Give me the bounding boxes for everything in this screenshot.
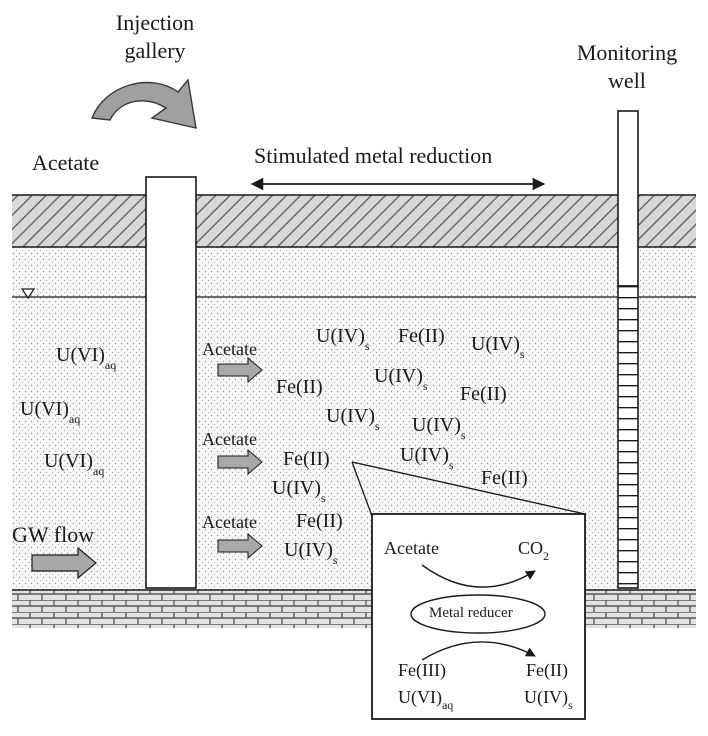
bedrock-layer [12, 590, 696, 628]
inset-leader-line [351, 461, 373, 517]
monitoring-well-line2: well [608, 68, 646, 93]
stimulated-reduction-label: Stimulated metal reduction [254, 143, 493, 168]
species-uvi-2: U(VI)aq [20, 398, 81, 426]
gw-flow-label: GW flow [12, 522, 95, 547]
species-uiv: U(IV)s [374, 365, 428, 393]
inset-fe2-label: Fe(II) [526, 660, 568, 680]
injection-gallery-pipe [145, 176, 197, 589]
acetate-arrow-icon [217, 356, 263, 384]
acetate-arrow-icon [217, 532, 263, 560]
injection-gallery-line2: gallery [124, 38, 186, 63]
species-fe2: Fe(II) [283, 448, 330, 470]
acetate-arrow-icon [217, 448, 263, 476]
monitoring-well-line1: Monitoring [576, 40, 678, 65]
species-uiv: U(IV)s [284, 539, 338, 567]
species-fe2: Fe(II) [276, 376, 323, 398]
acetate-injection-label: Acetate [32, 150, 100, 175]
species-uiv: U(IV)s [272, 477, 326, 505]
inset-leader-line [351, 461, 586, 515]
metal-reducer-label: Metal reducer [429, 605, 513, 621]
species-uvi-1: U(VI)aq [56, 344, 117, 372]
species-fe2: Fe(II) [460, 383, 507, 405]
inset-uvi-label: U(VI)aq [398, 687, 454, 712]
species-uiv: U(IV)s [326, 405, 380, 433]
reduction-arrow-icon [421, 641, 536, 661]
monitoring-well-screen [617, 285, 639, 589]
metal-reducer-ellipse [410, 594, 546, 634]
inset-uiv-label: U(IV)s [524, 687, 573, 712]
acetate-arrow-label: Acetate [202, 429, 257, 449]
acetate-arrow-label: Acetate [202, 339, 257, 359]
species-uvi-3: U(VI)aq [44, 450, 105, 478]
species-uiv: U(IV)s [471, 333, 525, 361]
inset-co2-label: CO2 [518, 538, 550, 563]
unsaturated-zone [12, 247, 696, 297]
injection-gallery-line1: Injection [115, 10, 195, 35]
water-table-icon [20, 288, 36, 300]
inset-acetate-label: Acetate [384, 538, 439, 558]
monitoring-well-label: Monitoring well [566, 42, 688, 92]
surface-hatched-layer [12, 195, 696, 247]
monitoring-well-casing [617, 110, 639, 287]
species-uiv: U(IV)s [412, 414, 466, 442]
gw-flow-arrow-icon [31, 546, 97, 580]
acetate-arrow-label: Acetate [202, 512, 257, 532]
species-fe2: Fe(II) [296, 510, 343, 532]
species-fe2: Fe(II) [398, 325, 445, 347]
curved-arrow-icon [91, 78, 197, 129]
inset-fe3-label: Fe(III) [398, 660, 446, 680]
species-fe2: Fe(II) [481, 467, 528, 489]
oxidation-arrow-icon [421, 564, 536, 588]
species-uiv: U(IV)s [400, 444, 454, 472]
injection-gallery-label: Injection gallery [108, 12, 202, 62]
species-uiv: U(IV)s [316, 325, 370, 353]
